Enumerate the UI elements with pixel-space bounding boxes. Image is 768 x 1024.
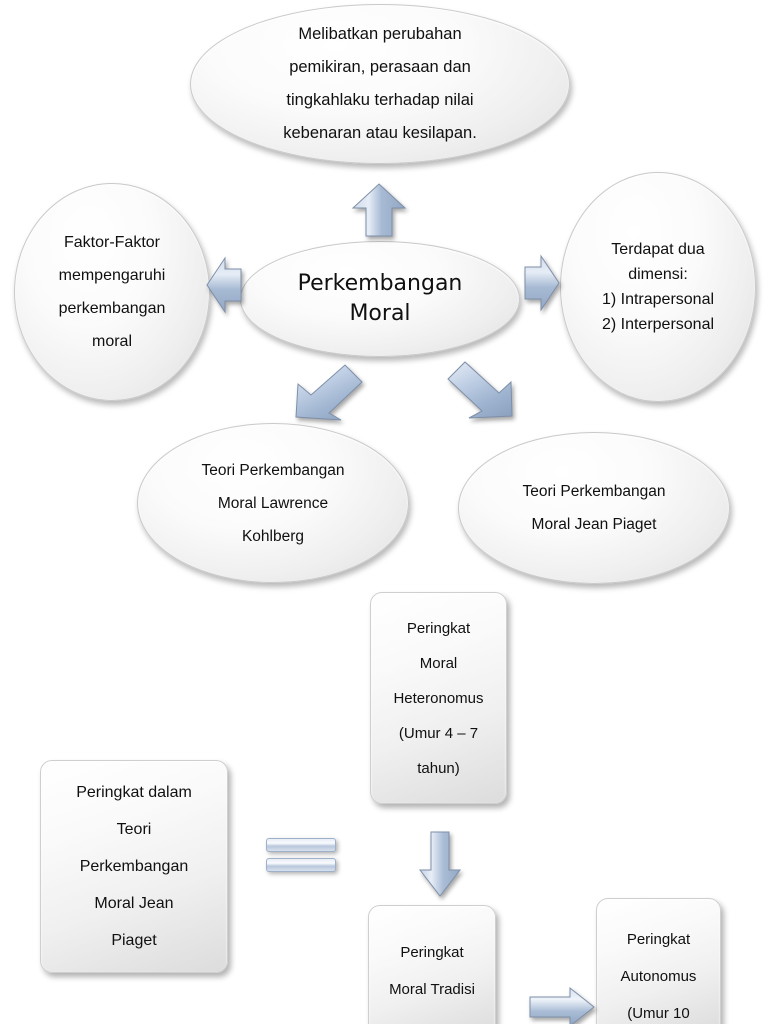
- text-line: moral: [91, 333, 132, 350]
- node-text: Peringkat Autonomus (Umur 10: [597, 921, 720, 1024]
- text-line: Moral Tradisi: [389, 981, 475, 998]
- text-line: 2) Interpersonal: [601, 316, 715, 333]
- text-line: 1) Intrapersonal: [601, 291, 715, 308]
- node-faktor-faktor[interactable]: Faktor-Faktor mempengaruhi perkembangan …: [14, 183, 210, 401]
- node-text: Perkembangan Moral: [241, 269, 519, 329]
- text-line: (Umur 4 – 7: [398, 724, 479, 742]
- node-perkembangan-moral[interactable]: Perkembangan Moral: [240, 241, 520, 357]
- node-text: Teori Perkembangan Moral Lawrence Kohlbe…: [138, 454, 408, 553]
- node-teori-piaget[interactable]: Teori Perkembangan Moral Jean Piaget: [458, 432, 730, 584]
- text-line: Heteronomus: [393, 689, 484, 707]
- arrow-down-left-icon: [293, 362, 365, 422]
- text-line: Piaget: [111, 932, 157, 949]
- text-line: Peringkat dalam: [76, 784, 192, 801]
- text-line: (Umur 10: [627, 1005, 690, 1022]
- arrow-right-icon: [523, 254, 561, 312]
- equals-bar-top: [266, 838, 336, 852]
- text-line: Moral Jean: [94, 895, 174, 912]
- node-peringkat-dalam-teori[interactable]: Peringkat dalam Teori Perkembangan Moral…: [40, 760, 228, 973]
- text-line: Terdapat dua: [611, 241, 705, 258]
- node-teori-kohlberg[interactable]: Teori Perkembangan Moral Lawrence Kohlbe…: [137, 423, 409, 583]
- text-line: Moral: [419, 654, 458, 672]
- text-line: Teori Perkembangan: [201, 461, 345, 479]
- text-line: Melibatkan perubahan: [298, 25, 462, 43]
- text-line: Moral Lawrence: [217, 494, 329, 512]
- text-line: tingkahlaku terhadap nilai: [286, 91, 474, 109]
- text-line: Perkembangan: [79, 858, 189, 875]
- text-line: Teori: [116, 821, 152, 838]
- node-text: Peringkat dalam Teori Perkembangan Moral…: [41, 774, 227, 959]
- text-line: kebenaran atau kesilapan.: [283, 124, 477, 142]
- arrow-down-icon: [418, 830, 462, 898]
- text-line: Perkembangan: [297, 271, 463, 296]
- arrow-left-icon: [205, 256, 243, 314]
- node-peringkat-moral-tradisi[interactable]: Peringkat Moral Tradisi: [368, 905, 496, 1024]
- node-text: Teori Perkembangan Moral Jean Piaget: [459, 475, 729, 541]
- arrow-right-small-icon: [528, 986, 596, 1024]
- text-line: perkembangan: [58, 300, 166, 317]
- text-line: Moral: [349, 301, 411, 326]
- text-line: Peringkat: [626, 931, 691, 948]
- text-line: Kohlberg: [241, 527, 305, 545]
- node-text: Melibatkan perubahan pemikiran, perasaan…: [191, 18, 569, 150]
- node-text: Faktor-Faktor mempengaruhi perkembangan …: [15, 226, 209, 358]
- text-line: Faktor-Faktor: [63, 234, 160, 251]
- text-line: Teori Perkembangan: [522, 483, 666, 500]
- node-text: Peringkat Moral Heteronomus (Umur 4 – 7 …: [371, 611, 506, 786]
- text-line: Peringkat: [400, 944, 464, 961]
- text-line: dimensi:: [628, 266, 688, 283]
- node-peringkat-moral-heteronomus[interactable]: Peringkat Moral Heteronomus (Umur 4 – 7 …: [370, 592, 507, 804]
- text-line: mempengaruhi: [58, 267, 166, 284]
- arrow-down-right-icon: [445, 358, 517, 420]
- text-line: Autonomus: [620, 968, 697, 985]
- text-line: pemikiran, perasaan dan: [289, 58, 471, 76]
- node-text: Terdapat dua dimensi: 1) Intrapersonal 2…: [561, 237, 755, 337]
- equals-bar-bottom: [266, 858, 336, 872]
- text-line: Moral Jean Piaget: [531, 516, 657, 533]
- text-line: Peringkat: [406, 619, 471, 637]
- node-dua-dimensi[interactable]: Terdapat dua dimensi: 1) Intrapersonal 2…: [560, 172, 756, 402]
- equals-connector-icon: [266, 838, 336, 872]
- text-line: tahun): [417, 759, 460, 777]
- node-text: Peringkat Moral Tradisi: [369, 934, 495, 1008]
- node-peringkat-autonomus[interactable]: Peringkat Autonomus (Umur 10: [596, 898, 721, 1024]
- node-melibatkan-perubahan[interactable]: Melibatkan perubahan pemikiran, perasaan…: [190, 4, 570, 164]
- arrow-up-icon: [351, 182, 407, 238]
